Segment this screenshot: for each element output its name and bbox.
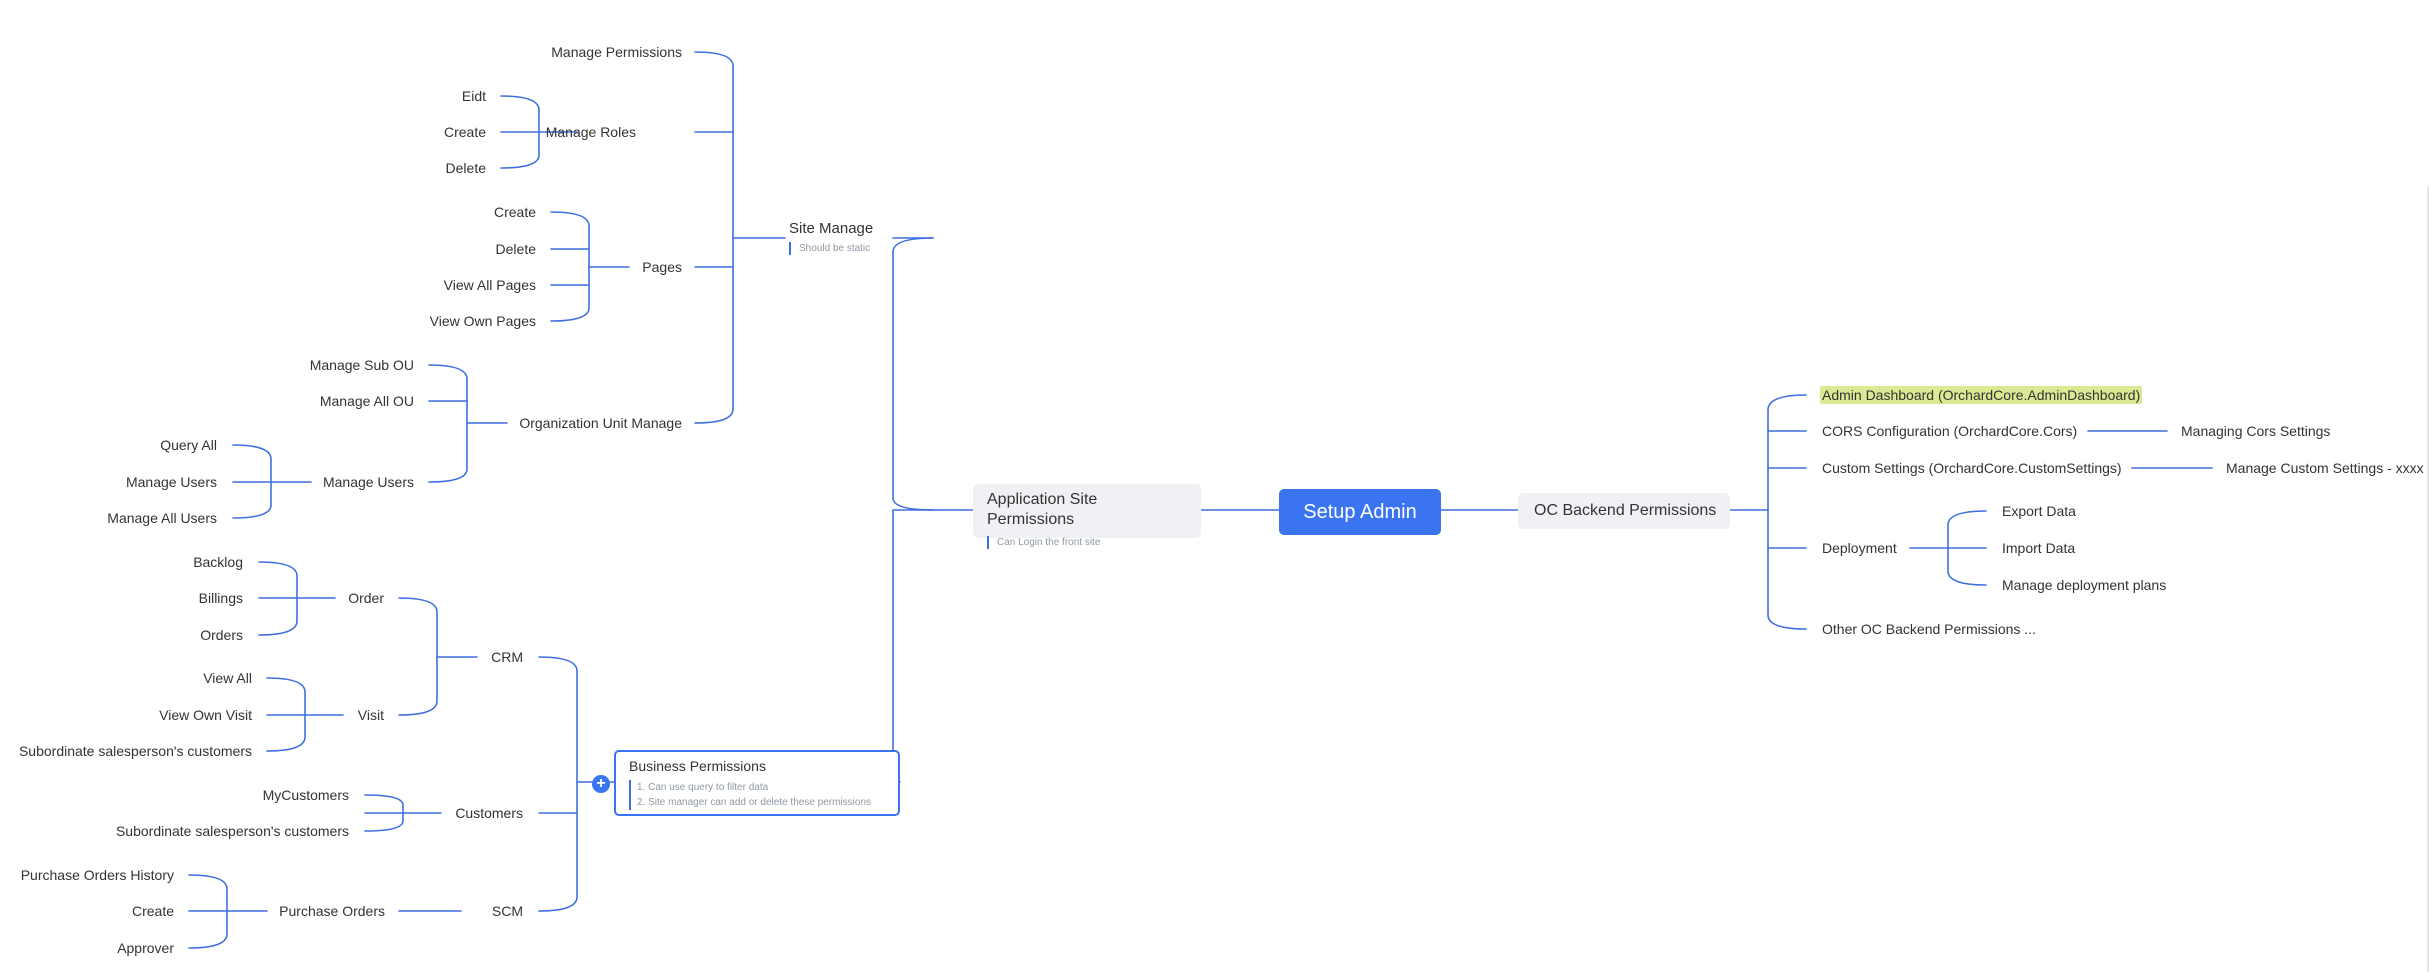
app-site-permissions-node[interactable]: Application Site Permissions Can Login t… <box>973 484 1201 549</box>
plus-icon: + <box>596 775 606 792</box>
pages-create-node[interactable]: Create <box>493 204 536 220</box>
add-child-button[interactable]: + <box>592 775 610 793</box>
admin-dashboard-label: Admin Dashboard (OrchardCore.AdminDashbo… <box>1820 386 2143 404</box>
business-permissions-label: Business Permissions <box>629 758 766 774</box>
backlog-node[interactable]: Backlog <box>193 554 243 570</box>
view-own-visit-node[interactable]: View Own Visit <box>159 707 252 723</box>
org-manage-users-node[interactable]: Manage Users <box>322 474 414 490</box>
visit-node[interactable]: Visit <box>357 707 384 723</box>
app-site-permissions-label: Application Site Permissions <box>987 491 1098 528</box>
business-note-1: 1. Can use query to filter data <box>637 782 769 793</box>
roles-delete-node[interactable]: Delete <box>445 160 486 176</box>
visit-subordinate-node[interactable]: Subordinate salesperson's customers <box>18 743 252 759</box>
view-all-node[interactable]: View All <box>203 670 252 686</box>
manage-all-users-node[interactable]: Manage All Users <box>107 510 217 526</box>
business-note-2: 2. Site manager can add or delete these … <box>637 797 872 808</box>
oc-backend-label: OC Backend Permissions <box>1534 502 1717 519</box>
deployment-plans-node[interactable]: Manage deployment plans <box>2002 577 2167 593</box>
root-label: Setup Admin <box>1303 500 1417 523</box>
vertical-scrollbar[interactable] <box>2427 186 2429 972</box>
pages-delete-node[interactable]: Delete <box>495 241 536 257</box>
other-oc-permissions-node[interactable]: Other OC Backend Permissions ... <box>1822 621 2036 637</box>
po-history-node[interactable]: Purchase Orders History <box>20 867 174 883</box>
org-unit-manage-node[interactable]: Organization Unit Manage <box>519 415 682 431</box>
root-node[interactable]: Setup Admin <box>1279 489 1441 535</box>
pages-view-own-node[interactable]: View Own Pages <box>429 313 536 329</box>
manage-permissions-node[interactable]: Manage Permissions <box>551 44 682 60</box>
site-manage-note: Should be static <box>789 242 873 255</box>
customers-subordinate-node[interactable]: Subordinate salesperson's customers <box>115 823 349 839</box>
orders-node[interactable]: Orders <box>200 627 243 643</box>
customers-node[interactable]: Customers <box>455 805 523 821</box>
users-manage-node[interactable]: Manage Users <box>125 474 217 490</box>
app-site-permissions-note: Can Login the front site <box>987 536 1187 549</box>
scm-node[interactable]: SCM <box>491 903 523 919</box>
query-all-node[interactable]: Query All <box>160 437 217 453</box>
po-create-node[interactable]: Create <box>131 903 174 919</box>
roles-edit-node[interactable]: Eidt <box>461 88 486 104</box>
billings-node[interactable]: Billings <box>198 590 243 606</box>
manage-all-ou-node[interactable]: Manage All OU <box>319 393 414 409</box>
export-data-node[interactable]: Export Data <box>2002 503 2076 519</box>
manage-custom-settings-node[interactable]: Manage Custom Settings - xxxx <box>2226 460 2424 476</box>
custom-settings-node[interactable]: Custom Settings (OrchardCore.CustomSetti… <box>1822 460 2122 476</box>
business-permissions-node[interactable]: Business Permissions 1. Can use query to… <box>614 750 900 816</box>
manage-sub-ou-node[interactable]: Manage Sub OU <box>309 357 414 373</box>
order-node[interactable]: Order <box>348 590 384 606</box>
pages-view-all-node[interactable]: View All Pages <box>443 277 536 293</box>
po-approver-node[interactable]: Approver <box>117 940 174 956</box>
crm-node[interactable]: CRM <box>491 649 523 665</box>
admin-dashboard-node[interactable]: Admin Dashboard (OrchardCore.AdminDashbo… <box>1820 386 2143 404</box>
pages-node[interactable]: Pages <box>642 259 682 275</box>
manage-roles-node[interactable]: Manage Roles <box>545 124 636 140</box>
import-data-node[interactable]: Import Data <box>2002 540 2076 556</box>
business-permissions-notes: 1. Can use query to filter data 2. Site … <box>629 780 885 810</box>
site-manage-node[interactable]: Site Manage Should be static <box>789 220 873 255</box>
oc-backend-node[interactable]: OC Backend Permissions <box>1518 493 1730 529</box>
site-manage-label: Site Manage <box>789 220 874 237</box>
roles-create-node[interactable]: Create <box>443 124 486 140</box>
cors-settings-node[interactable]: Managing Cors Settings <box>2181 423 2331 439</box>
cors-node[interactable]: CORS Configuration (OrchardCore.Cors) <box>1822 423 2078 439</box>
deployment-node[interactable]: Deployment <box>1822 540 1897 556</box>
my-customers-node[interactable]: MyCustomers <box>262 787 349 803</box>
purchase-orders-node[interactable]: Purchase Orders <box>279 903 385 919</box>
